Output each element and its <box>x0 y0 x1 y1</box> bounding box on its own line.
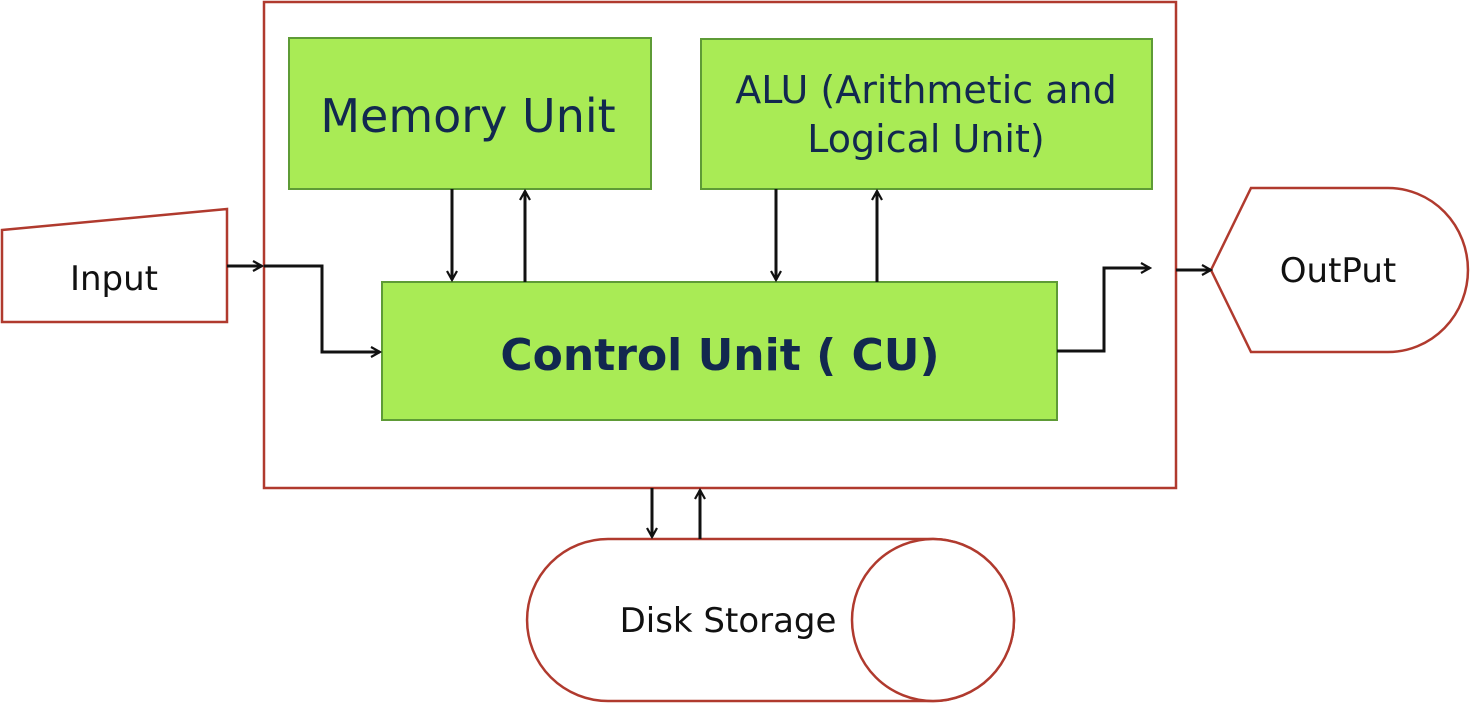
output-label: OutPut <box>1280 251 1396 291</box>
input-shape <box>0 207 229 324</box>
arrow-cpu-to-control-unit <box>264 264 380 352</box>
input-node: Input <box>0 207 229 324</box>
memory-unit-label: Memory Unit <box>320 89 615 143</box>
disk-storage-label: Disk Storage <box>620 601 837 641</box>
output-shape <box>1209 186 1470 354</box>
alu-label-line1: ALU (Arithmetic and <box>735 68 1116 112</box>
input-label: Input <box>70 259 158 299</box>
alu-label-line2: Logical Unit) <box>807 117 1044 161</box>
arrow-cu-to-cpu-edge <box>1057 268 1150 353</box>
disk-storage-end-cap <box>850 537 1016 703</box>
control-unit-label: Control Unit ( CU) <box>500 330 939 381</box>
alu-box <box>700 38 1153 190</box>
memory-unit-box <box>288 37 652 190</box>
memory-unit-node: Memory Unit <box>288 37 652 190</box>
disk-storage-node: Disk Storage <box>525 537 1016 703</box>
alu-node: ALU (Arithmetic and Logical Unit) <box>700 38 1153 190</box>
control-unit-box <box>381 281 1058 421</box>
output-node: OutPut <box>1209 186 1470 354</box>
connectors <box>227 189 1211 539</box>
control-unit-node: Control Unit ( CU) <box>381 281 1058 421</box>
